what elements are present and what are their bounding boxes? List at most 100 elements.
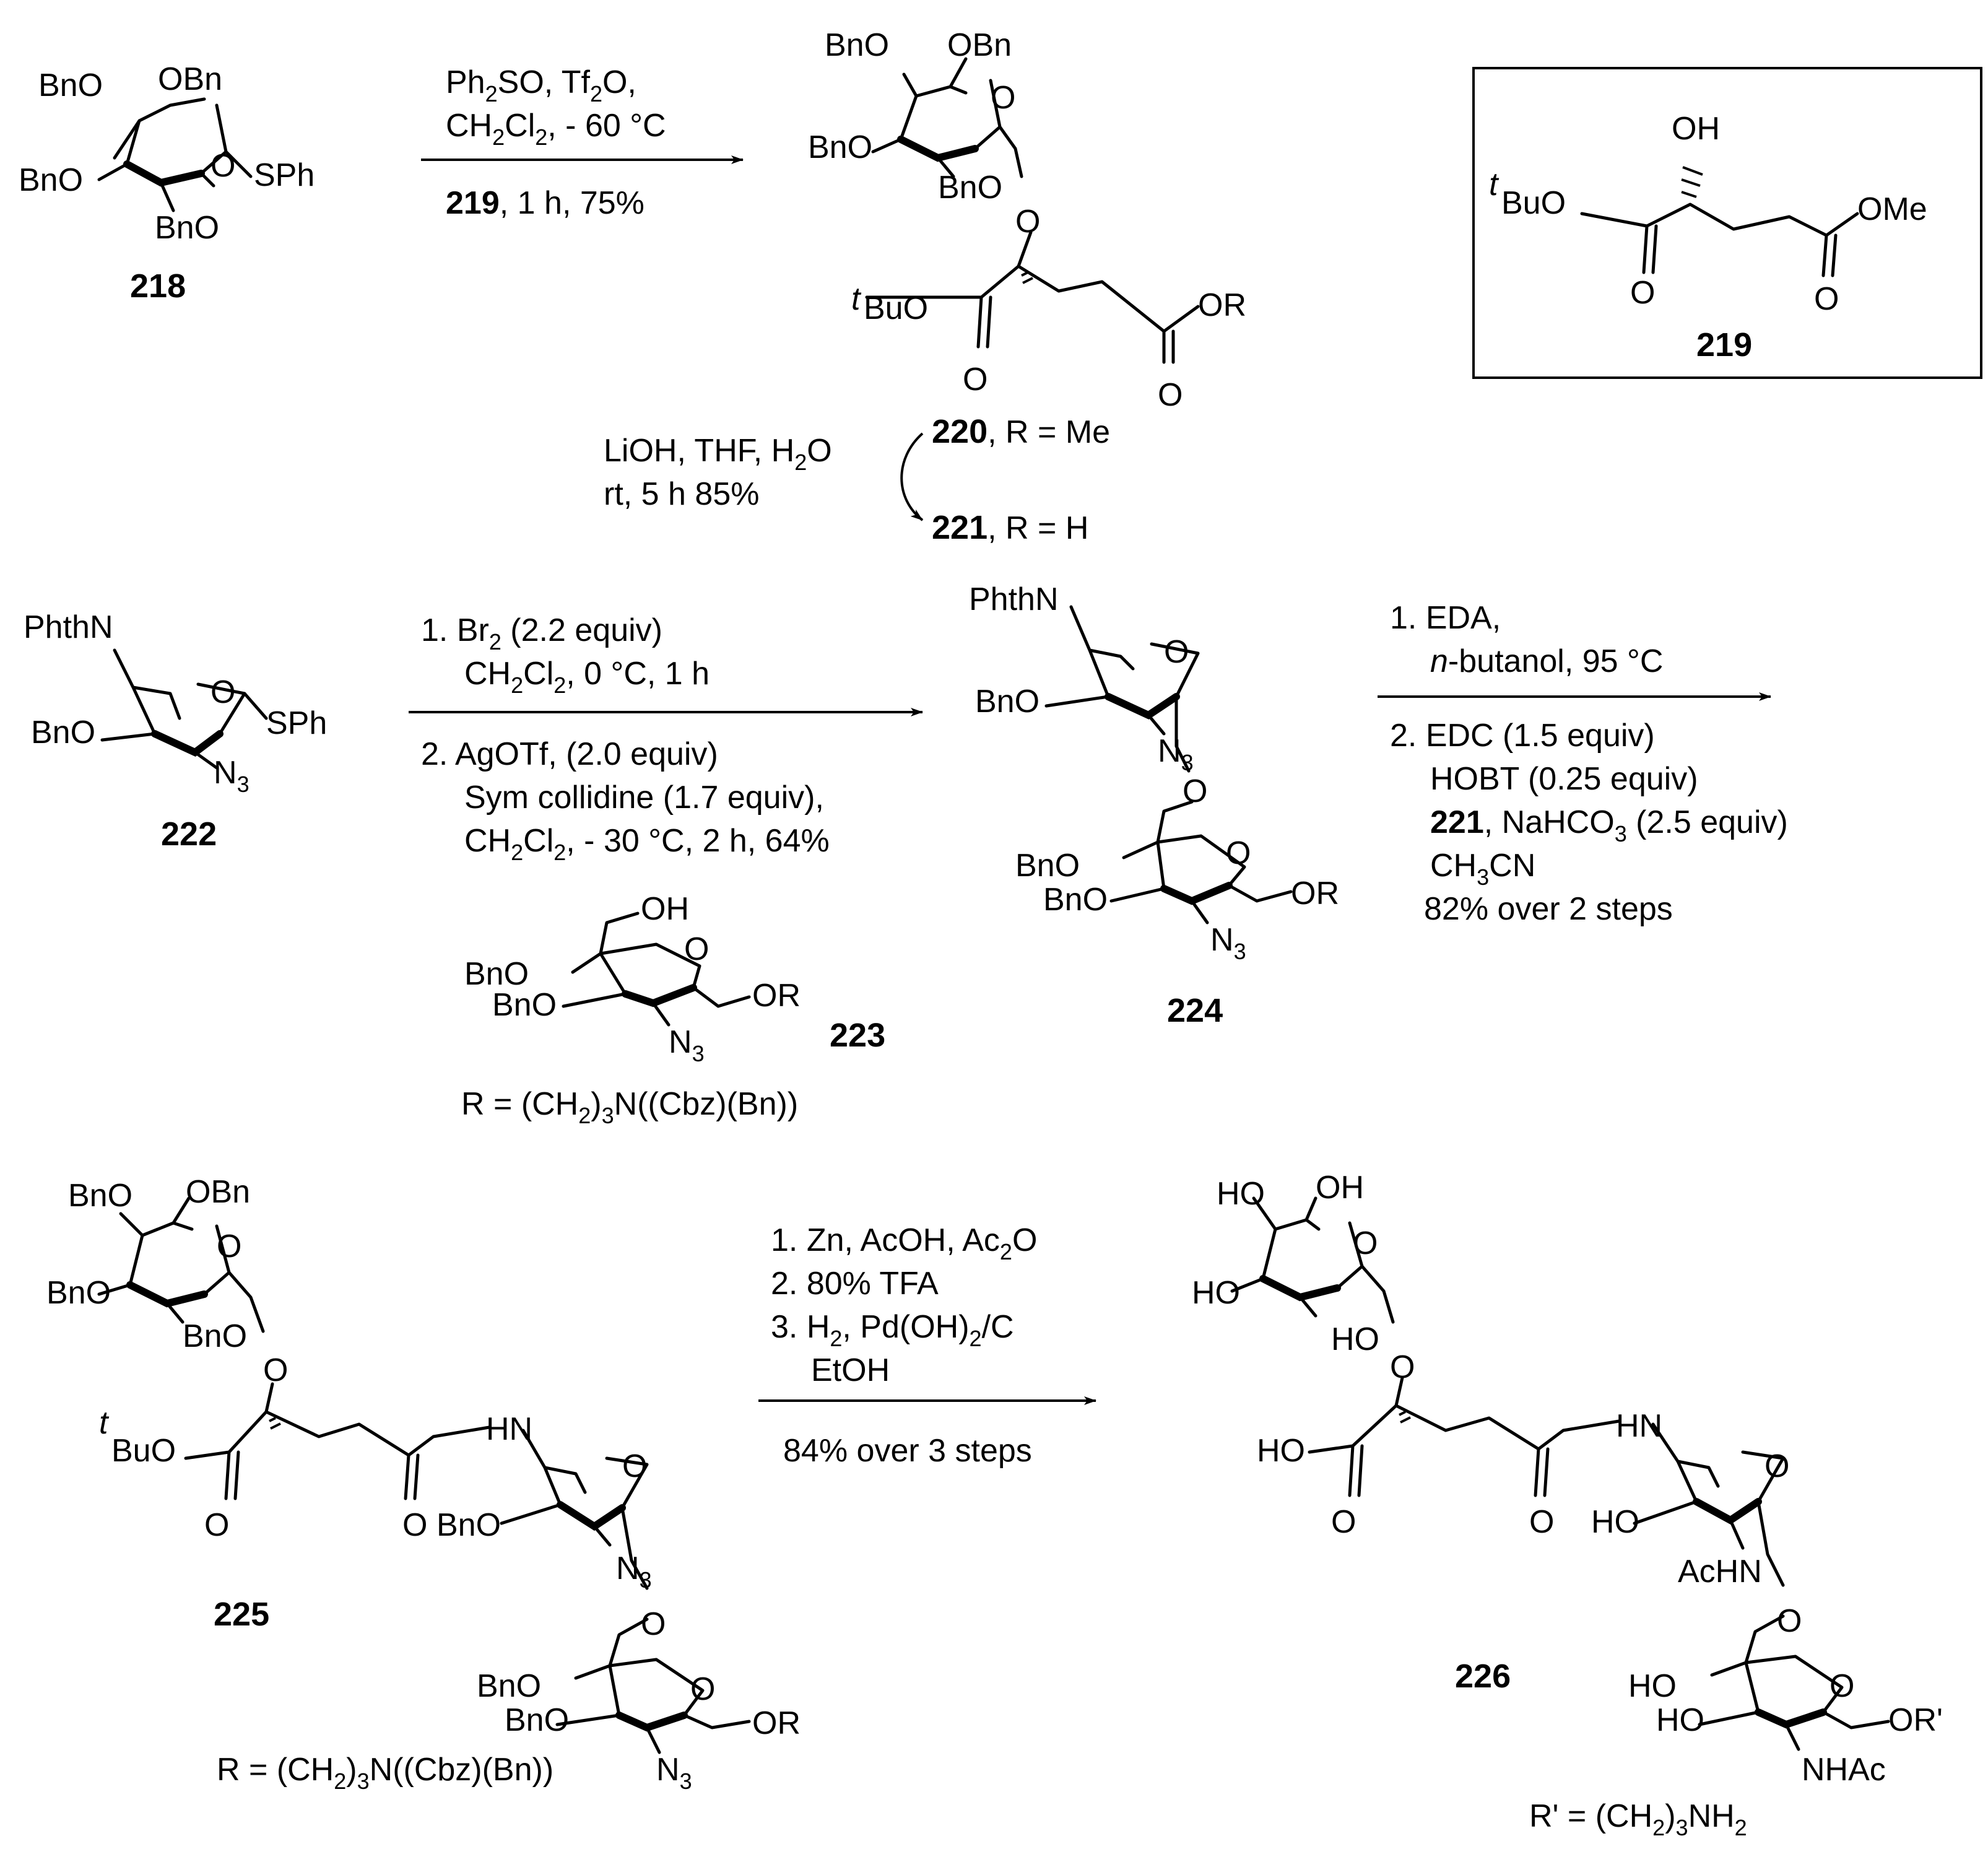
svg-text:HOBT (0.25 equiv): HOBT (0.25 equiv): [1430, 761, 1698, 797]
label-223-bno-a: BnO: [464, 956, 529, 992]
svg-text:EtOH: EtOH: [811, 1352, 890, 1388]
svg-text:219, 1 h, 75%: 219, 1 h, 75%: [446, 185, 645, 221]
svg-text:CH2Cl2, - 30 °C, 2 h, 64%: CH2Cl2, - 30 °C, 2 h, 64%: [464, 823, 830, 865]
label-226-ho-b: HO: [1192, 1275, 1240, 1311]
svg-text:84% over 3 steps: 84% over 3 steps: [783, 1433, 1032, 1469]
label-225-n3b: N3: [656, 1752, 692, 1794]
compound-number-224: 224: [1167, 992, 1223, 1029]
label-226-ho-f: HO: [1656, 1702, 1704, 1738]
label-225-bno-f: BnO: [505, 1702, 569, 1738]
svg-text:CH2Cl2, - 60 °C: CH2Cl2, - 60 °C: [446, 108, 666, 150]
label-226-link-o: O: [1390, 1349, 1415, 1385]
svg-text:82% over 2 steps: 82% over 2 steps: [1424, 891, 1673, 927]
svg-text:1. Br2 (2.2 equiv): 1. Br2 (2.2 equiv): [421, 612, 662, 655]
svg-text:LiOH, THF, H2O: LiOH, THF, H2O: [604, 433, 832, 475]
label-225-tbu: BuO: [111, 1433, 176, 1469]
compound-222: PhthN BnO O SPh N3 222: [24, 609, 327, 853]
label-222-bno: BnO: [31, 715, 95, 750]
label-226-co-o1: O: [1331, 1504, 1356, 1540]
label-223-n3: N3: [669, 1024, 705, 1066]
label-225-co-o1: O: [204, 1507, 229, 1543]
label-224-n3b: N3: [1210, 922, 1246, 964]
label-224-phthn: PhthN: [969, 581, 1059, 617]
compound-224: PhthN BnO O N3 O BnO BnO O OR N3 224: [969, 581, 1339, 1029]
label-225-ring-o3: O: [690, 1671, 715, 1707]
label-220-link-o: O: [1015, 204, 1040, 240]
label-224-n3: N3: [1158, 733, 1194, 775]
label-226-hn: HN: [1616, 1408, 1662, 1444]
label-225-n3: N3: [616, 1551, 652, 1593]
label-226-nhac: NHAc: [1802, 1752, 1886, 1788]
label-225-bno-a: BnO: [68, 1178, 132, 1214]
label-223-or: OR: [752, 978, 801, 1014]
label-226-ho-d: HO: [1591, 1504, 1639, 1540]
label-218-obn: OBn: [158, 61, 222, 97]
label-220-tbu-t: t: [851, 281, 862, 317]
label-224-ring-o: O: [1164, 634, 1189, 670]
label-226-ho-c: HO: [1331, 1321, 1379, 1357]
compound-number-219: 219: [1696, 326, 1752, 363]
label-219-oh: OH: [1672, 111, 1720, 147]
label-225-link-o: O: [263, 1352, 288, 1388]
svg-text:CH3CN: CH3CN: [1430, 848, 1535, 890]
svg-text:2. EDC (1.5 equiv): 2. EDC (1.5 equiv): [1390, 718, 1655, 754]
label-226-ring-o2: O: [1764, 1448, 1789, 1484]
label-225-bno-d: BnO: [436, 1507, 501, 1543]
svg-text:2. AgOTf, (2.0 equiv): 2. AgOTf, (2.0 equiv): [421, 736, 718, 772]
label-219-co-o1: O: [1630, 275, 1655, 311]
label-220-bno-a: BnO: [825, 27, 889, 63]
compound-225-r-definition: R = (CH2)3N((Cbz)(Bn)): [217, 1752, 553, 1794]
compound-221: 221, R = H: [932, 509, 1088, 546]
label-220-co-o2: O: [1158, 377, 1183, 413]
compound-number-218: 218: [130, 268, 186, 305]
label-219-ome: OMe: [1857, 191, 1927, 227]
label-223-ring-o: O: [684, 931, 709, 967]
label-226-link-o2: O: [1777, 1603, 1802, 1639]
compound-225: BnO OBn BnO BnO O O t BuO O O HN BnO O N…: [46, 1174, 801, 1794]
compound-220: BnO OBn BnO BnO O O t BuO O O OR 220, R …: [808, 27, 1246, 450]
label-222-sph: SPh: [266, 705, 327, 741]
label-224-link-o: O: [1183, 773, 1207, 809]
label-225-link-o2: O: [641, 1606, 666, 1642]
svg-text:n-butanol, 95 °C: n-butanol, 95 °C: [1430, 643, 1663, 679]
label-226-co-o2: O: [1529, 1504, 1554, 1540]
compound-number-220: 220: [932, 413, 987, 450]
label-226-ho-e: HO: [1628, 1668, 1677, 1704]
label-225-bno-b: BnO: [46, 1275, 111, 1311]
label-226-ho-acid: HO: [1257, 1433, 1305, 1469]
step5-conditions: 1. Zn, AcOH, Ac2O 2. 80% TFA 3. H2, Pd(O…: [758, 1222, 1096, 1469]
label-226-or: OR': [1888, 1702, 1943, 1738]
step3-conditions: 1. Br2 (2.2 equiv) CH2Cl2, 0 °C, 1 h 2. …: [409, 612, 923, 865]
label-225-obn: OBn: [186, 1174, 250, 1210]
label-218-sph: SPh: [254, 157, 315, 193]
label-226-ho-a: HO: [1217, 1176, 1265, 1212]
label-225-bno-c: BnO: [183, 1318, 247, 1354]
compound-number-226: 226: [1455, 1658, 1511, 1695]
label-218-bno-a: BnO: [38, 67, 103, 103]
label-220-obn: OBn: [947, 27, 1012, 63]
reaction-arrow-2: [900, 432, 924, 521]
label-224-ring-o2: O: [1226, 835, 1251, 871]
svg-text:3. H2, Pd(OH)2/C: 3. H2, Pd(OH)2/C: [771, 1309, 1014, 1351]
label-225-hn: HN: [486, 1411, 532, 1447]
compound-223: OH BnO BnO O OR N3 223 R = (CH2)3N((Cbz)…: [461, 891, 885, 1128]
label-226-oh: OH: [1316, 1170, 1364, 1206]
label-218-bno-b: BnO: [19, 162, 83, 198]
svg-text:CH2Cl2, 0 °C, 1 h: CH2Cl2, 0 °C, 1 h: [464, 656, 710, 698]
compound-219-box: OH t BuO OMe O O 219: [1472, 67, 1982, 379]
svg-text:221, R = H: 221, R = H: [932, 509, 1088, 546]
svg-text:221, NaHCO3 (2.5 equiv): 221, NaHCO3 (2.5 equiv): [1430, 804, 1788, 846]
label-226-achn: AcHN: [1678, 1554, 1762, 1590]
label-220-ring-o: O: [991, 80, 1015, 116]
label-222-phthn: PhthN: [24, 609, 113, 645]
compound-218: BnO OBn BnO BnO O SPh 218: [19, 61, 315, 305]
label-224-bno-b: BnO: [1043, 882, 1108, 918]
label-224-bno: BnO: [975, 684, 1040, 720]
compound-number-221: 221: [932, 509, 987, 546]
label-223-oh: OH: [641, 891, 689, 927]
compound-number-223: 223: [830, 1017, 885, 1054]
svg-text:2. 80% TFA: 2. 80% TFA: [771, 1266, 939, 1302]
step2-conditions: LiOH, THF, H2O rt, 5 h 85%: [604, 432, 924, 521]
label-222-n3: N3: [214, 755, 250, 797]
label-226-ring-o3: O: [1830, 1668, 1854, 1704]
